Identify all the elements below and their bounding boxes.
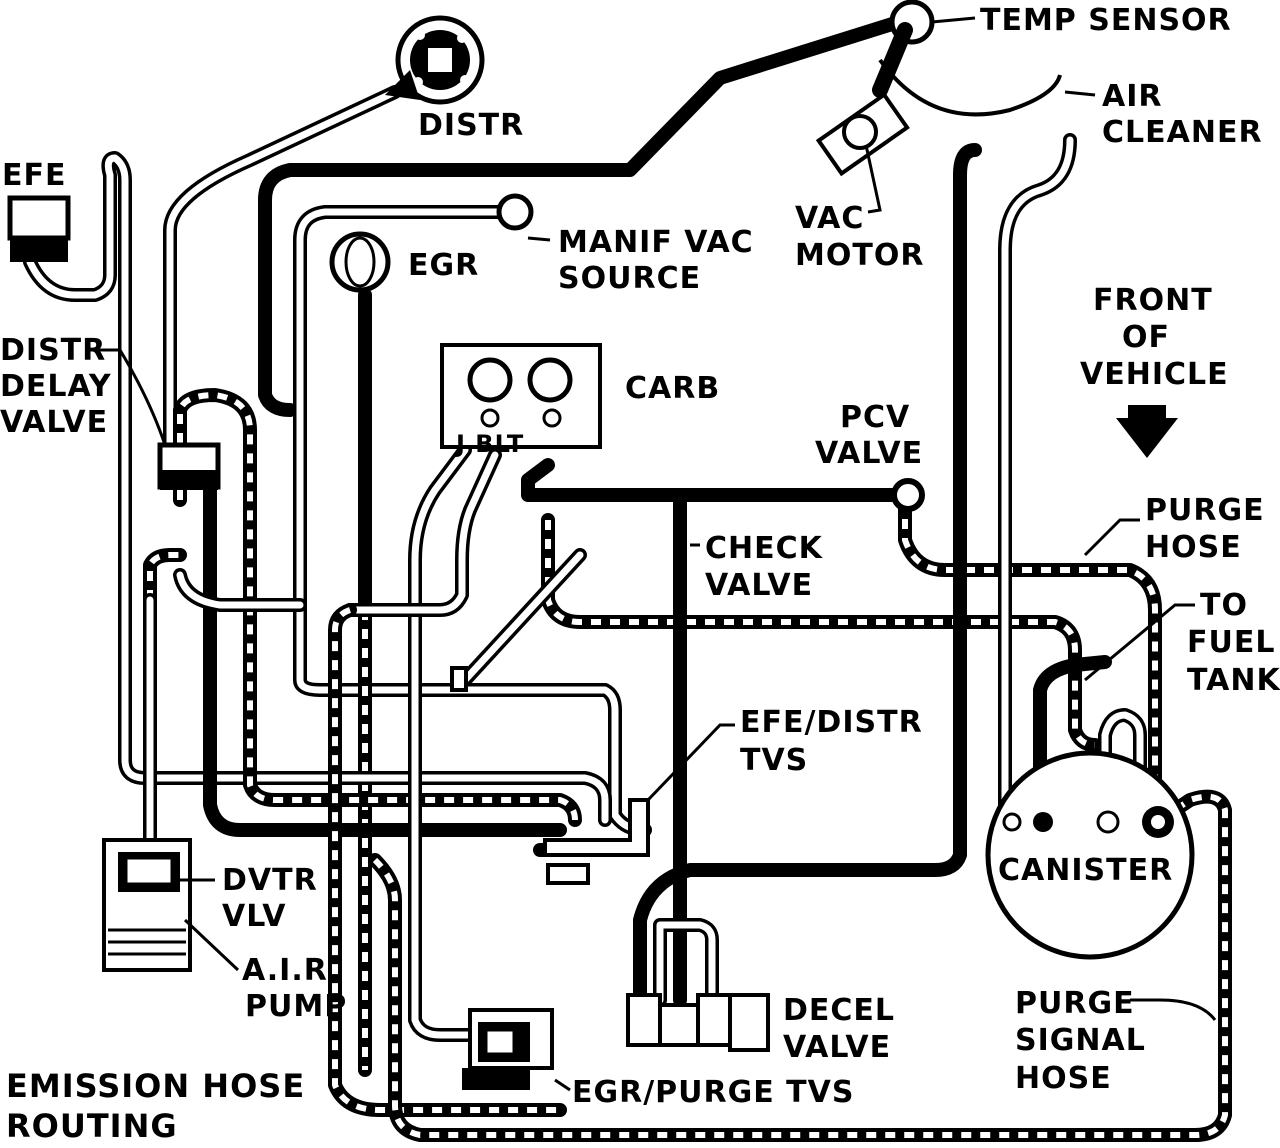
label-pcv-2: VALVE xyxy=(815,436,923,471)
pcv-hose xyxy=(521,458,912,502)
down-arrow-icon xyxy=(1116,405,1178,458)
decel-hoses xyxy=(653,918,719,1007)
label-distr: DISTR xyxy=(418,108,524,143)
label-carb: CARB xyxy=(625,371,720,406)
label-distr-delay-3: VALVE xyxy=(0,405,108,440)
vac-motor-hose xyxy=(258,13,912,417)
canister-loops xyxy=(1098,708,1147,827)
leader-lines xyxy=(98,16,1217,1092)
distributor-icon xyxy=(385,15,485,105)
distributor-hose xyxy=(163,85,402,452)
label-purge-signal-1: PURGE xyxy=(1015,986,1135,1021)
label-temp-sensor: TEMP SENSOR xyxy=(980,3,1232,38)
label-purge-hose-2: HOSE xyxy=(1145,530,1242,565)
label-canister: CANISTER xyxy=(998,853,1173,888)
label-pcv-1: PCV xyxy=(840,400,910,435)
pcv-valve-icon xyxy=(891,478,925,512)
label-air-cleaner-1: AIR xyxy=(1102,79,1162,114)
diagram-title-line-2: ROUTING xyxy=(6,1107,178,1145)
label-efe-distr-tvs-1: EFE/DISTR xyxy=(740,705,923,740)
label-purge-signal-3: HOSE xyxy=(1015,1061,1112,1096)
hose-network xyxy=(23,13,1232,1142)
label-front-2: OF xyxy=(1122,320,1170,355)
label-egr-purge-tvs: EGR/PURGE TVS xyxy=(572,1075,854,1110)
manifold-vac-port-icon xyxy=(496,193,534,231)
label-check-valve-2: VALVE xyxy=(705,568,813,603)
decel-valve-icon xyxy=(626,993,770,1052)
canister-icon xyxy=(985,750,1195,960)
label-egr: EGR xyxy=(408,248,479,283)
egr-valve-icon xyxy=(329,231,391,293)
label-purge-hose-1: PURGE xyxy=(1145,493,1265,528)
label-manif-vac-1: MANIF VAC xyxy=(558,225,754,260)
air-pump-icon xyxy=(102,838,192,972)
air-pump-line xyxy=(143,548,307,857)
label-efe-distr-tvs-2: TVS xyxy=(740,743,808,778)
distr-delay-hose xyxy=(203,483,567,837)
efe-distr-tvs-icon xyxy=(543,798,650,885)
air-cleaner-hose xyxy=(998,133,1077,827)
label-efe: EFE xyxy=(2,158,66,193)
diagram-title-line-1: EMISSION HOSE xyxy=(6,1067,305,1105)
distr-delay-valve-icon xyxy=(157,442,221,490)
label-purge-signal-2: SIGNAL xyxy=(1015,1023,1146,1058)
vent-hose xyxy=(633,143,982,1007)
label-dvtr-2: VLV xyxy=(222,899,286,934)
efe-icon xyxy=(7,195,71,262)
check-valve-loop xyxy=(541,513,1102,752)
label-front-3: VEHICLE xyxy=(1080,357,1229,392)
label-air-pump-1: A.I.R. xyxy=(242,953,341,988)
purge-signal-hose xyxy=(368,789,1232,1142)
label-decel-2: VALVE xyxy=(783,1030,891,1065)
efe-line xyxy=(23,151,612,827)
label-carb-ports: J BLT xyxy=(454,430,524,458)
label-air-pump-2: PUMP xyxy=(245,989,347,1024)
label-decel-1: DECEL xyxy=(783,993,895,1028)
carb-bl-hoses xyxy=(328,448,567,1117)
label-manif-vac-2: SOURCE xyxy=(558,261,701,296)
label-fuel-tank-2: FUEL xyxy=(1187,625,1275,660)
labels: TEMP SENSOR DISTR AIR CLEANER EFE VAC MO… xyxy=(0,3,1280,1145)
check-valve-icon xyxy=(450,666,468,692)
label-vac-motor-2: MOTOR xyxy=(795,238,924,273)
carburetor-icon xyxy=(440,343,602,449)
manifold-vac-hose xyxy=(293,205,652,837)
carb-j-hose xyxy=(408,443,497,1042)
label-dvtr-1: DVTR xyxy=(222,863,318,898)
check-valve-hose xyxy=(458,548,587,687)
fuel-tank-hose xyxy=(1033,655,1112,827)
air-cleaner-outline xyxy=(878,58,1062,117)
label-fuel-tank-3: TANK xyxy=(1187,663,1280,698)
label-check-valve-1: CHECK xyxy=(705,531,824,566)
label-front-1: FRONT xyxy=(1093,283,1213,318)
label-vac-motor-1: VAC xyxy=(795,201,864,236)
egr-purge-tvs-icon xyxy=(462,1008,554,1090)
label-fuel-tank-1: TO xyxy=(1200,588,1248,623)
vac-motor-icon xyxy=(815,22,913,177)
label-air-cleaner-2: CLEANER xyxy=(1102,115,1263,150)
label-distr-delay-1: DISTR xyxy=(0,333,106,368)
label-distr-delay-2: DELAY xyxy=(0,369,112,404)
pcv-to-canister xyxy=(898,493,1162,807)
